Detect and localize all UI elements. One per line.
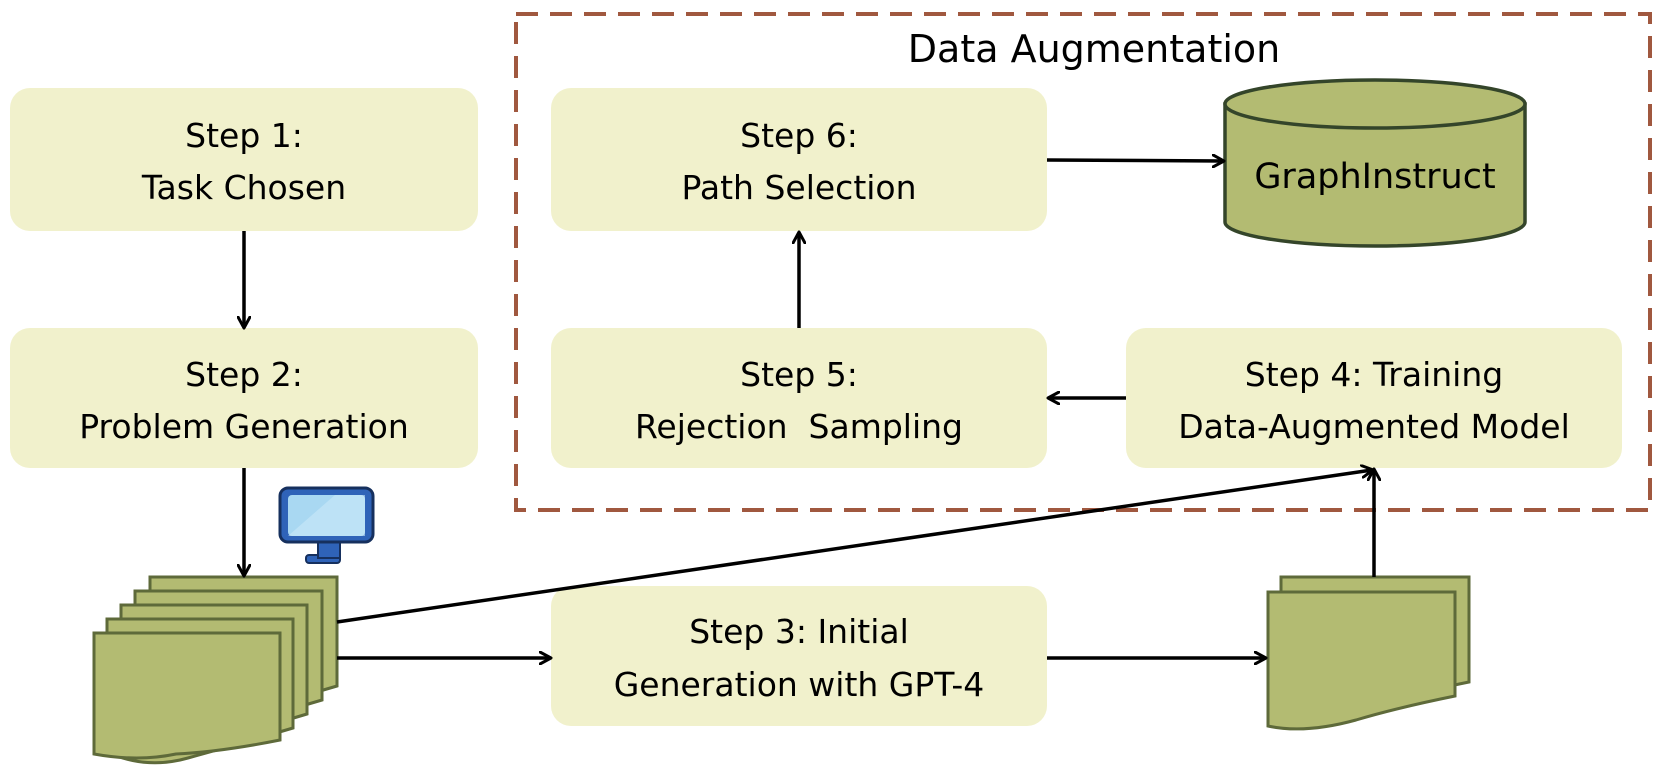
database-cylinder-icon: GraphInstruct bbox=[1223, 78, 1527, 248]
data-augmentation-title: Data Augmentation bbox=[908, 27, 1280, 71]
step1-line1: Step 1: bbox=[185, 116, 303, 155]
step4-line2: Data-Augmented Model bbox=[1178, 407, 1570, 446]
step6-line2: Path Selection bbox=[681, 168, 916, 207]
document-stack-icon bbox=[92, 575, 339, 765]
step3-box: Step 3: Initial Generation with GPT-4 bbox=[551, 586, 1047, 726]
step4-line1: Step 4: Training bbox=[1245, 355, 1503, 394]
step3-line2: Generation with GPT-4 bbox=[614, 665, 985, 704]
step2-box: Step 2: Problem Generation bbox=[10, 328, 478, 468]
step1-box: Step 1: Task Chosen bbox=[10, 88, 478, 231]
data-augmentation-group: Data Augmentation bbox=[514, 12, 1652, 512]
step5-line2: Rejection Sampling bbox=[635, 407, 963, 446]
step2-line1: Step 2: bbox=[185, 355, 303, 394]
step2-line2: Problem Generation bbox=[79, 407, 409, 446]
document-stack-icon bbox=[1266, 575, 1471, 731]
arrow-docs-to-step4 bbox=[336, 470, 1372, 624]
step4-box: Step 4: Training Data-Augmented Model bbox=[1126, 328, 1622, 468]
step6-box: Step 6: Path Selection bbox=[551, 88, 1047, 231]
step5-line1: Step 5: bbox=[740, 355, 858, 394]
step5-box: Step 5: Rejection Sampling bbox=[551, 328, 1047, 468]
data-augmentation-border bbox=[514, 12, 1652, 512]
step3-line1: Step 3: Initial bbox=[689, 612, 909, 651]
graphinstruct-label: GraphInstruct bbox=[1254, 157, 1495, 197]
arrow-step6-to-database bbox=[1046, 160, 1223, 161]
step6-line1: Step 6: bbox=[740, 116, 858, 155]
computer-monitor-icon bbox=[278, 486, 375, 564]
arrows bbox=[244, 160, 1374, 658]
step1-line2: Task Chosen bbox=[141, 168, 346, 207]
